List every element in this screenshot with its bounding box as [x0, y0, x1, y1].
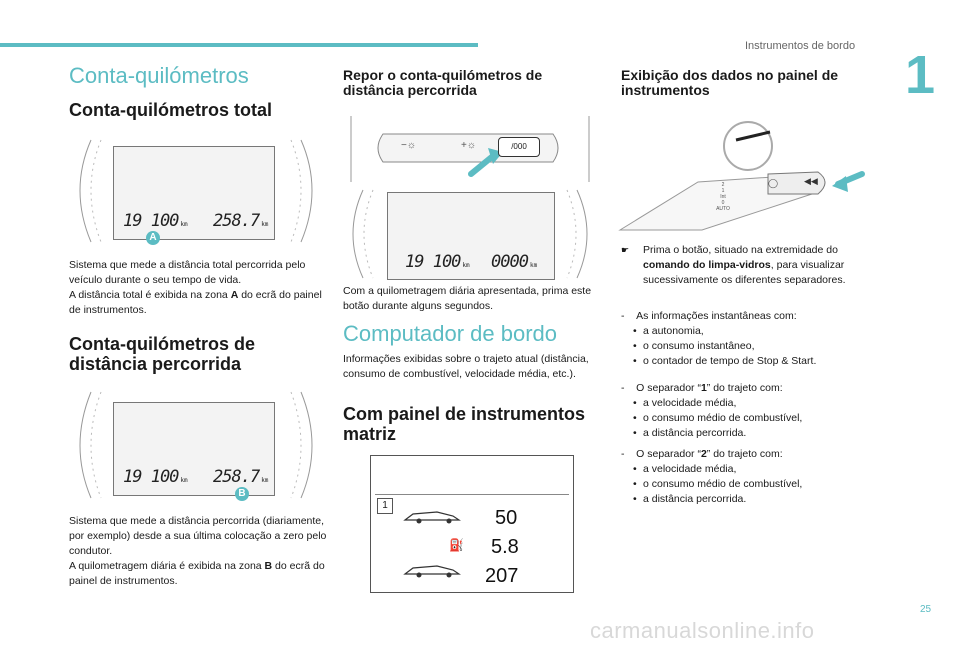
wiper-icon: ◯	[768, 178, 779, 188]
list-item: a distância percorrida.	[627, 426, 869, 441]
total-description: Sistema que mede a distância total perco…	[69, 259, 322, 316]
divider	[375, 494, 569, 495]
reset-description: Com a quilometragem diária apresentada, …	[343, 285, 592, 312]
header-accent-bar	[0, 43, 478, 47]
plus-brightness-icon: +☼	[461, 140, 477, 151]
minus-brightness-icon: −☼	[401, 140, 417, 151]
matrix-display-figure: 1 50 ⛽ 5.8 207	[370, 455, 574, 593]
dashboard-dial-lines	[79, 391, 313, 499]
page-title: Conta-quilómetros	[69, 63, 249, 88]
list-item: a distância percorrida.	[627, 492, 869, 507]
fuel-pump-icon: ⛽	[449, 538, 464, 552]
list-item: o consumo médio de combustível,	[627, 411, 869, 426]
car-distance-icon	[403, 565, 461, 578]
list-item: o consumo médio de combustível,	[627, 477, 869, 492]
steering-wheel-and-stalk-drawing	[618, 121, 865, 231]
lcd-screen	[387, 192, 555, 280]
dashboard-dial-lines	[79, 139, 313, 243]
tab-number-badge: 1	[377, 498, 393, 514]
matrix-panel-heading: Com painel de instrumentos matriz	[343, 404, 586, 444]
list-item: o consumo instantâneo,	[627, 339, 869, 354]
trip-computer-description: Informações exibidas sobre o trajeto atu…	[343, 353, 589, 380]
list-item: a velocidade média,	[627, 396, 869, 411]
distance-travelled-value: 207	[485, 565, 519, 587]
instruction-paragraph: ☛ Prima o botão, situado na extremidade …	[621, 244, 846, 286]
chapter-number: 1	[905, 45, 936, 105]
display-button-icon[interactable]: ◀◀	[804, 176, 818, 186]
list-item: a autonomia,	[627, 324, 869, 339]
tab-1-block: - O separador “1” do trajeto com: a velo…	[621, 381, 869, 441]
instant-info-block: - As informações instantâneas com: a aut…	[621, 309, 869, 369]
zone-b-badge: B	[235, 487, 249, 501]
tab-2-block: - O separador “2” do trajeto com: a velo…	[621, 447, 869, 507]
tab-1-intro: - O separador “1” do trajeto com:	[621, 382, 783, 394]
watermark: carmanualsonline.info	[590, 618, 815, 643]
section-label: Instrumentos de bordo	[745, 40, 856, 52]
list-item: o contador de tempo de Stop & Start.	[627, 354, 869, 369]
total-odometer-heading: Conta-quilómetros total	[69, 100, 272, 120]
lcd-screen	[113, 402, 275, 496]
lcd-screen	[113, 146, 275, 240]
trip-odometer-heading: Conta-quilómetros de distância percorrid…	[69, 334, 256, 374]
instant-info-intro: - As informações instantâneas com:	[621, 310, 797, 322]
car-speed-icon	[403, 511, 461, 524]
reset-heading: Repor o conta-quilómetros de distância p…	[343, 67, 543, 99]
zone-a-badge: A	[146, 231, 160, 245]
display-data-heading: Exibição dos dados no painel de instrume…	[621, 67, 839, 99]
trip-computer-title: Computador de bordo	[343, 321, 558, 346]
tab-2-intro: - O separador “2” do trajeto com:	[621, 448, 783, 460]
average-consumption-value: 5.8	[491, 536, 519, 558]
average-speed-value: 50	[495, 507, 518, 529]
list-item: a velocidade média,	[627, 462, 869, 477]
page-number: 25	[920, 604, 932, 615]
trip-description: Sistema que mede a distância percorrida …	[69, 515, 327, 587]
arrow-bullet-icon: ☛	[621, 245, 630, 255]
trip-reset-button[interactable]: /000	[498, 137, 540, 157]
